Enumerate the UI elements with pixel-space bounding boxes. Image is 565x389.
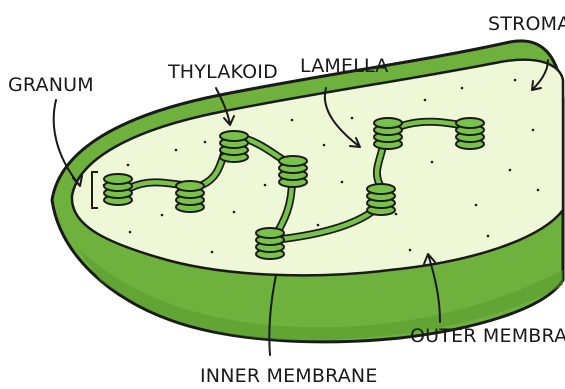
granum-stack <box>104 174 132 205</box>
label-thylakoid: THYLAKOID <box>167 61 278 83</box>
granum-stack <box>374 118 402 149</box>
granum-stack <box>256 228 284 259</box>
label-lamella: LAMELLA <box>300 55 388 77</box>
label-stroma: STROMA <box>488 13 565 35</box>
granum-stack <box>220 131 248 162</box>
granum-stack <box>367 184 395 215</box>
label-outer-membrane: OUTER MEMBRANE <box>410 325 565 347</box>
granum-stack <box>456 118 484 149</box>
label-inner-membrane: INNER MEMBRANE <box>200 365 378 387</box>
granum-stack <box>176 181 204 212</box>
label-granum: GRANUM <box>8 74 94 96</box>
granum-stack <box>279 156 307 187</box>
